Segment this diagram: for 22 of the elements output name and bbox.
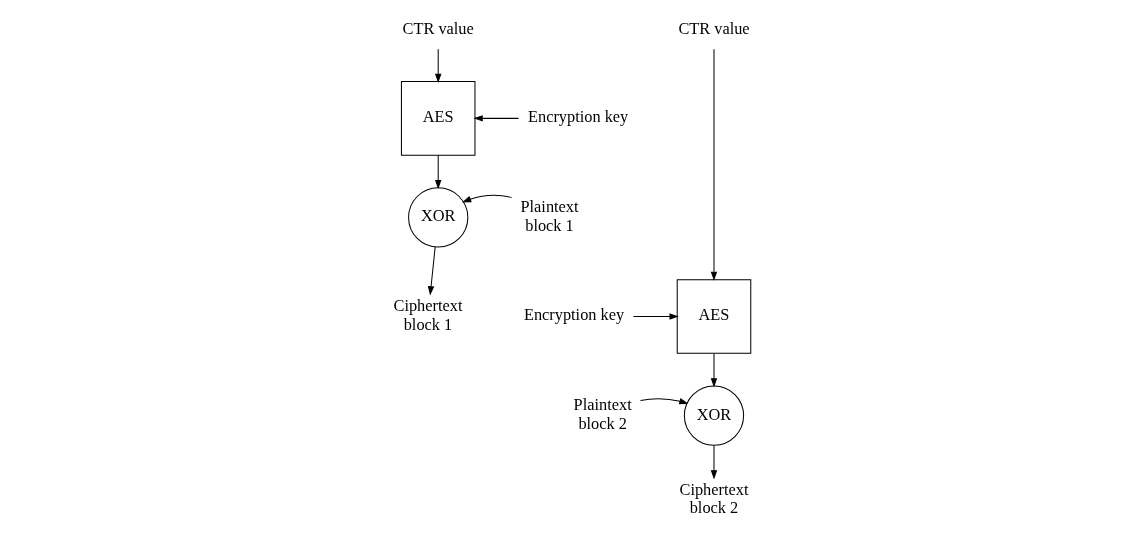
arrow bbox=[434, 154, 441, 190]
arrow bbox=[434, 48, 441, 84]
node-text: CTR value bbox=[402, 19, 474, 39]
arrow bbox=[473, 115, 519, 122]
node-box: AES bbox=[676, 279, 751, 354]
node-text: Plaintext block 2 bbox=[573, 395, 632, 433]
node-text: Encryption key bbox=[527, 107, 628, 127]
node-text: Plaintext block 1 bbox=[520, 197, 579, 235]
node-circle: XOR bbox=[407, 187, 468, 248]
arrow bbox=[710, 352, 717, 388]
arrow bbox=[710, 48, 717, 281]
node-box: AES bbox=[400, 81, 475, 156]
node-text: Encryption key bbox=[523, 305, 624, 325]
arrow bbox=[427, 246, 436, 296]
arrow bbox=[632, 313, 679, 320]
node-circle: XOR bbox=[683, 385, 744, 446]
arrow bbox=[639, 398, 688, 405]
arrow bbox=[710, 445, 717, 480]
arrow bbox=[461, 194, 512, 203]
node-text: CTR value bbox=[677, 19, 750, 39]
node-text: Ciphertext block 2 bbox=[679, 480, 748, 518]
node-text: Ciphertext block 1 bbox=[393, 296, 462, 334]
